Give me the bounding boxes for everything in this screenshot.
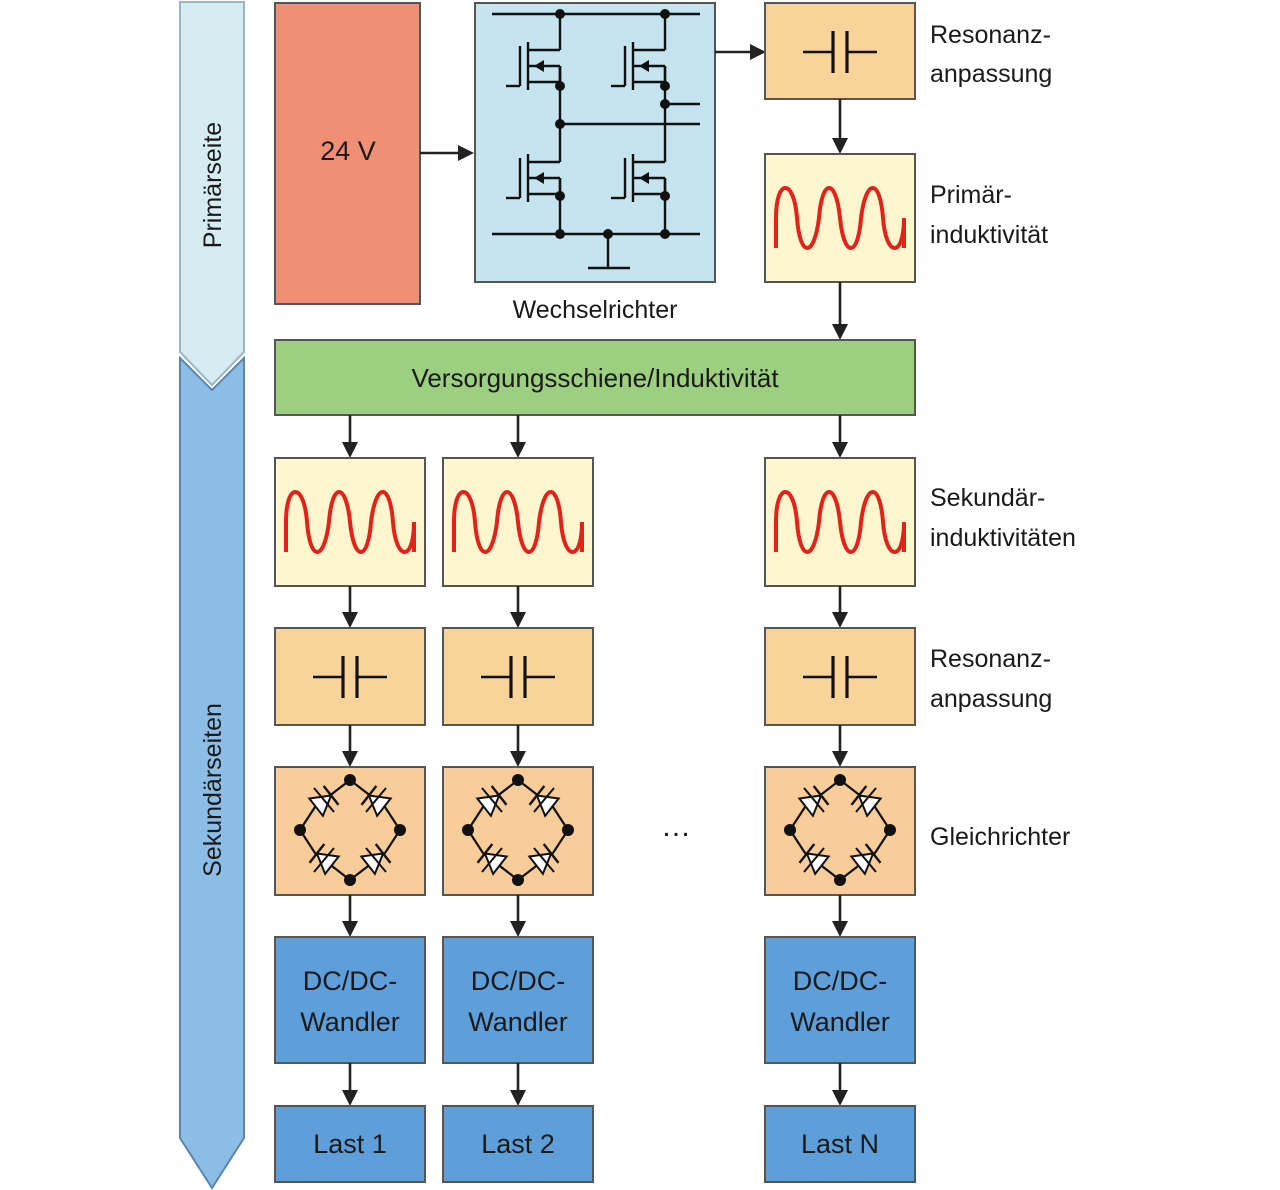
- inverter-label: Wechselrichter: [513, 296, 678, 324]
- supply-bus-label: Versorgungsschiene/Induktivität: [411, 363, 779, 393]
- dcdc-converter-label: DC/DC-Wandler: [468, 966, 568, 1037]
- load-block-3: [764, 1105, 916, 1183]
- primary-side-label: Primärseite: [199, 122, 227, 248]
- ellipsis-more-channels: …: [661, 810, 691, 843]
- primary-side-arrow: [179, 1, 245, 387]
- resonance-top-annotation: Resonanz- anpassung: [930, 21, 1058, 88]
- resonance-secondary-annotation: Resonanz- anpassung: [930, 645, 1058, 713]
- secondary-side-arrow: [179, 355, 245, 1190]
- load-block-2: [442, 1105, 594, 1183]
- inverter-circuit-icon: [492, 9, 700, 270]
- load-label-2: Last 2: [481, 1129, 555, 1159]
- load-label-1: Last 1: [313, 1129, 387, 1159]
- secondary-inductances-annotation: Sekundär- induktivitäten: [930, 484, 1076, 552]
- load-block-1: [274, 1105, 426, 1183]
- resonance-block-2: [442, 627, 594, 726]
- dcdc-converter-label: DC/DC-Wandler: [300, 966, 400, 1037]
- dcdc-converter-block-3: [764, 936, 916, 1064]
- supply-bus-block: [274, 339, 916, 416]
- dcdc-converter-label: DC/DC-Wandler: [790, 966, 890, 1037]
- dcdc-converter-block-2: [442, 936, 594, 1064]
- secondary-side-label: Sekundärseiten: [199, 703, 227, 877]
- load-label-3: Last N: [801, 1129, 879, 1159]
- resonance-block-1: [274, 627, 426, 726]
- source-24v-block: [274, 2, 421, 305]
- inverter-block: [474, 2, 716, 283]
- source-24v-label: 24 V: [320, 136, 376, 166]
- resonance-top-block: [764, 2, 916, 100]
- dcdc-converter-block-1: [274, 936, 426, 1064]
- resonance-block-3: [764, 627, 916, 726]
- rectifier-annotation: Gleichrichter: [930, 823, 1070, 851]
- primary-inductance-annotation: Primär- induktivität: [930, 181, 1048, 249]
